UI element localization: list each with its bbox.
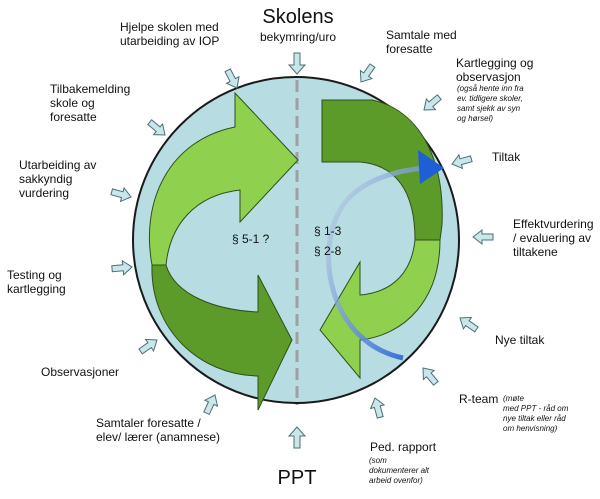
center-paragraph-right-2: § 2-8 bbox=[314, 244, 342, 258]
top-title: Skolens bbox=[262, 6, 334, 28]
label-samtaler: Samtaler foresatte / elev/ lærer (anamne… bbox=[96, 416, 221, 444]
pointer-arrow-top bbox=[287, 52, 307, 75]
left-bottom-arrow bbox=[151, 264, 293, 411]
pointer-arrow-tiltak bbox=[451, 153, 473, 170]
left-top-arrow bbox=[148, 91, 299, 266]
blue-arrowhead bbox=[418, 150, 444, 184]
label-hjelpe: Hjelpe skolen med utarbeiding av IOP bbox=[120, 20, 220, 48]
label-testing: Testing og kartlegging bbox=[7, 268, 66, 296]
right-bottom-arrow bbox=[319, 239, 441, 380]
top-subtitle: bekymring/uro bbox=[259, 30, 337, 44]
label-kartlegging-note: (også hente inn fra ev. tidligere skoler… bbox=[457, 84, 524, 123]
pointer-arrow-tilbakemelding bbox=[147, 119, 166, 136]
pointer-arrow-bottom bbox=[287, 426, 307, 449]
bottom-title: PPT bbox=[277, 467, 317, 489]
label-kartlegging: Kartlegging og observasjon bbox=[456, 56, 534, 84]
pointer-arrow-observasjoner bbox=[138, 338, 158, 355]
center-paragraph-left: § 5-1 ? bbox=[232, 232, 270, 246]
pointer-arrow-ped bbox=[369, 397, 386, 419]
label-effekt: Effektvurdering / evaluering av tiltaken… bbox=[513, 217, 594, 259]
label-tiltak: Tiltak bbox=[492, 150, 521, 164]
pointer-arrow-samtaler bbox=[203, 394, 219, 416]
blue-curve bbox=[326, 165, 426, 361]
right-top-arrow bbox=[321, 99, 443, 241]
label-samtale: Samtale med foresatte bbox=[386, 28, 457, 56]
pointer-arrow-rteam bbox=[422, 367, 439, 386]
label-utarbeiding: Utarbeiding av sakkyndig vurdering bbox=[19, 158, 97, 200]
pointer-arrow-hjelpe bbox=[224, 68, 240, 89]
pointer-arrow-effekt bbox=[472, 228, 494, 246]
pointer-arrow-samtale bbox=[359, 63, 376, 83]
label-ped-note: (som dokumenterer alt arbeid ovenfor) bbox=[369, 456, 430, 485]
pointer-arrow-utarbeiding bbox=[110, 186, 132, 203]
pointer-arrow-nye-tiltak bbox=[459, 316, 479, 333]
pointer-arrow-testing bbox=[111, 259, 133, 276]
label-ped-rapport: Ped. rapport bbox=[370, 440, 437, 454]
center-paragraph-right-1: § 1-3 bbox=[314, 224, 342, 238]
label-observasjoner: Observasjoner bbox=[41, 365, 120, 379]
label-rteam-note: (møte med PPT - råd om nye tiltak eller … bbox=[503, 394, 569, 433]
label-nye-tiltak: Nye tiltak bbox=[495, 333, 545, 347]
label-rteam: R-team bbox=[459, 392, 499, 406]
pointer-arrow-kartlegging bbox=[423, 94, 442, 111]
label-tilbakemelding: Tilbakemelding skole og foresatte bbox=[50, 82, 131, 124]
